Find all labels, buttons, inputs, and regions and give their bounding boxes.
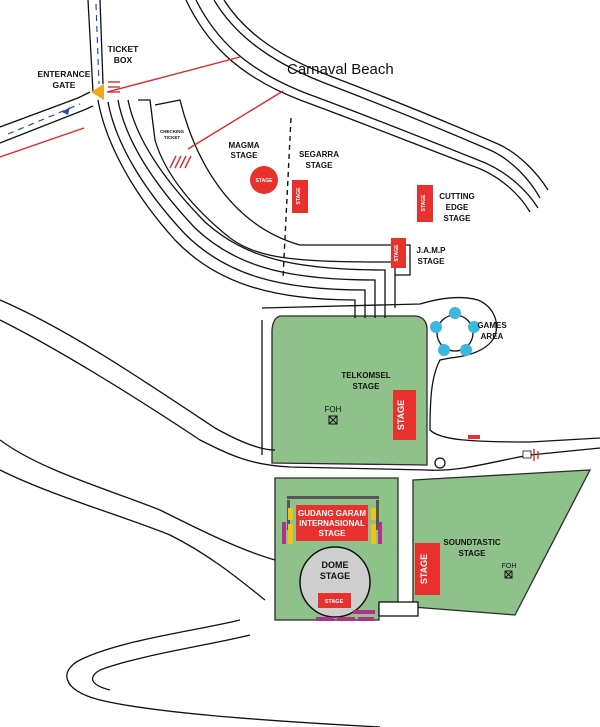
svg-text:STAGE: STAGE bbox=[256, 178, 274, 184]
svg-text:STAGE: STAGE bbox=[325, 599, 344, 605]
soundtastic-stage-marker[interactable]: STAGE bbox=[415, 543, 440, 595]
games-area-pads bbox=[430, 307, 480, 356]
svg-text:FOH: FOH bbox=[325, 405, 342, 414]
segarra-label-1: SEGARRA bbox=[299, 150, 339, 159]
cutting-edge-label-3: STAGE bbox=[444, 214, 472, 223]
magma-label-1: MAGMA bbox=[228, 141, 259, 150]
svg-text:STAGE: STAGE bbox=[419, 554, 429, 584]
svg-text:FOH: FOH bbox=[502, 563, 517, 570]
games-area-label-1: GAMES bbox=[477, 321, 507, 330]
lower-road bbox=[66, 619, 381, 727]
telkomsel-area[interactable] bbox=[271, 315, 428, 466]
checking-hatch bbox=[169, 155, 192, 169]
svg-text:STAGE: STAGE bbox=[396, 400, 406, 430]
soundtastic-area[interactable] bbox=[412, 469, 592, 616]
telkomsel-foh: FOH bbox=[325, 405, 342, 425]
shoreline bbox=[185, 0, 549, 213]
cutting-edge-label-2: EDGE bbox=[446, 203, 469, 212]
main-road bbox=[0, 296, 600, 601]
map-title: Carnaval Beach bbox=[287, 61, 394, 78]
telkomsel-label-2: STAGE bbox=[353, 382, 381, 391]
telkomsel-label-1: TELKOMSEL bbox=[341, 371, 390, 380]
entrance-gate-icon[interactable] bbox=[91, 84, 104, 100]
svg-text:STAGE: STAGE bbox=[319, 529, 347, 538]
soundtastic-label-2: STAGE bbox=[459, 549, 487, 558]
small-gate-marker bbox=[522, 449, 539, 461]
svg-text:STAGE: STAGE bbox=[320, 571, 350, 581]
checking-ticket-label-1: CHECKING bbox=[160, 129, 185, 134]
ticket-box-label-2: BOX bbox=[114, 55, 133, 65]
soundtastic-foh: FOH bbox=[502, 563, 517, 579]
cutting-edge-label-1: CUTTING bbox=[439, 192, 475, 201]
soundtastic-booth bbox=[378, 601, 419, 617]
checking-ticket-label-2: TICKET bbox=[164, 135, 181, 140]
entrance-gate-label-2: GATE bbox=[53, 80, 76, 90]
svg-text:STAGE: STAGE bbox=[421, 194, 427, 212]
dome-barriers bbox=[316, 610, 375, 621]
jamp-label-2: STAGE bbox=[418, 257, 446, 266]
games-area-label-2: AREA bbox=[481, 332, 504, 341]
svg-text:STAGE: STAGE bbox=[296, 187, 302, 205]
lower-road-2 bbox=[91, 634, 251, 691]
access-lines bbox=[0, 56, 284, 158]
svg-text:INTERNASIONAL: INTERNASIONAL bbox=[299, 519, 365, 528]
svg-text:STAGE: STAGE bbox=[394, 244, 400, 262]
telkomsel-stage-marker[interactable]: STAGE bbox=[393, 390, 416, 440]
entrance-gate-label-1: ENTERANCE bbox=[38, 69, 91, 79]
red-marker bbox=[468, 435, 480, 439]
segarra-divider bbox=[282, 117, 292, 279]
segarra-stage-marker[interactable]: STAGE bbox=[292, 180, 308, 213]
entrance-path-markers bbox=[7, 3, 100, 135]
dome-stage[interactable]: DOME STAGE STAGE bbox=[299, 546, 371, 618]
entrance-road bbox=[0, 0, 104, 144]
ticket-hatch bbox=[108, 81, 120, 93]
svg-text:GUDANG GARAM: GUDANG GARAM bbox=[298, 509, 366, 518]
magma-label-2: STAGE bbox=[231, 151, 259, 160]
jamp-stage-marker[interactable]: STAGE bbox=[391, 238, 406, 268]
gudang-garam-stage[interactable]: GUDANG GARAM INTERNASIONAL STAGE bbox=[296, 505, 368, 541]
magma-stage-marker[interactable]: STAGE bbox=[250, 166, 278, 194]
gudang-barriers bbox=[282, 496, 382, 544]
soundtastic-label-1: SOUNDTASTIC bbox=[443, 538, 500, 547]
segarra-label-2: STAGE bbox=[306, 161, 334, 170]
roundabout bbox=[434, 457, 446, 469]
svg-text:DOME: DOME bbox=[322, 560, 349, 570]
jamp-label-1: J.A.M.P bbox=[417, 246, 447, 255]
ticket-box-label-1: TICKET bbox=[108, 44, 140, 54]
cutting-edge-stage-marker[interactable]: STAGE bbox=[417, 185, 433, 222]
queue-lanes bbox=[97, 99, 411, 318]
